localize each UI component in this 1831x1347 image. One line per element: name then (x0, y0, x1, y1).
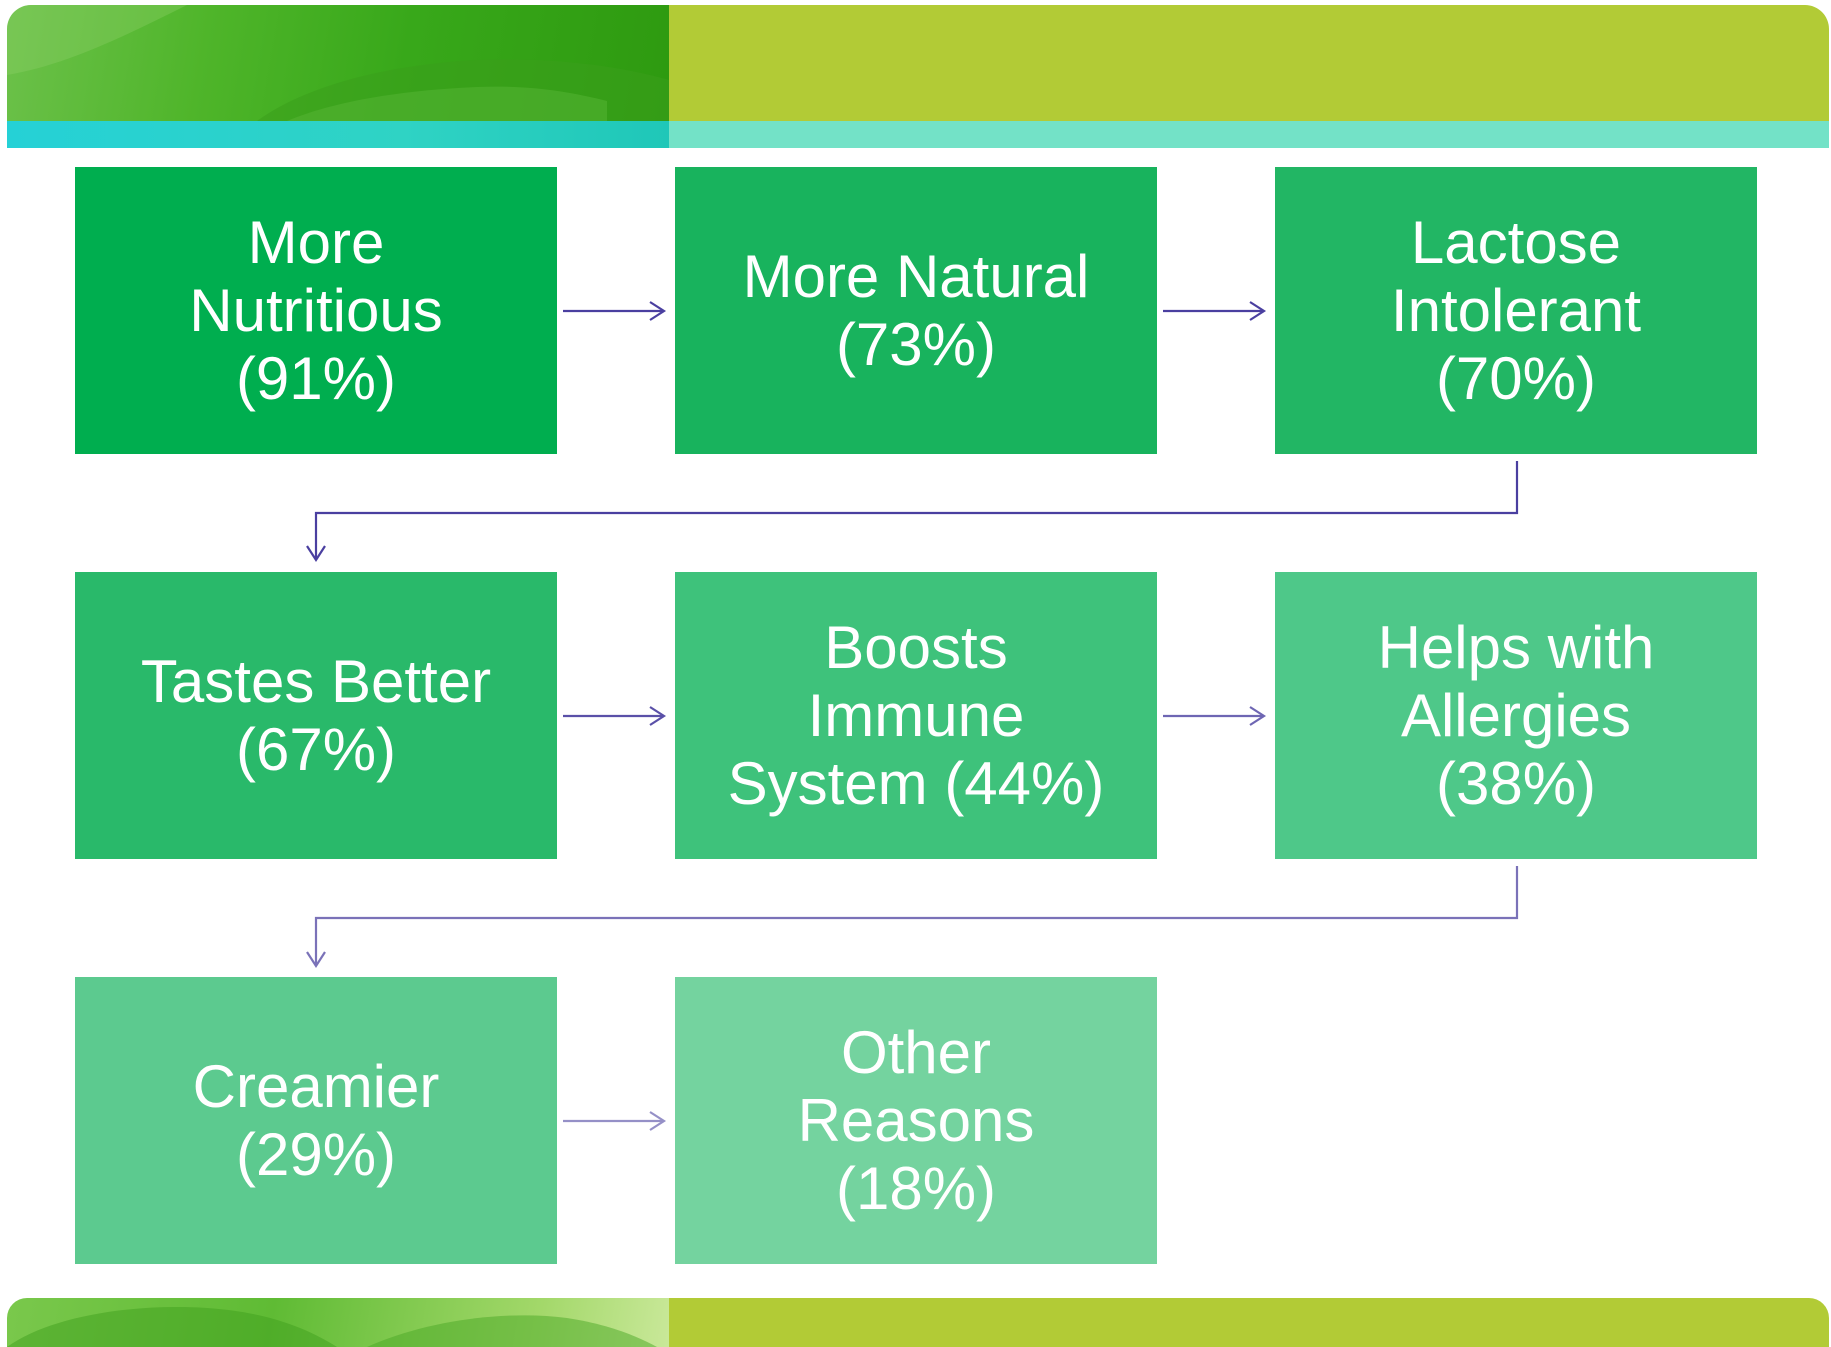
teal-strip-left (7, 121, 669, 148)
step-box-6: Helps with Allergies (38%) (1275, 572, 1757, 859)
footer-lime-panel (669, 1298, 1829, 1347)
footer-leaf-decoration (7, 1307, 657, 1347)
step-box-4: Tastes Better (67%) (75, 572, 557, 859)
leaf-image-panel (7, 5, 669, 121)
step-box-5: Boosts Immune System (44%) (675, 572, 1157, 859)
step-box-1: More Nutritious (91%) (75, 167, 557, 454)
arrow-5-6 (1163, 706, 1267, 726)
connector-6-7 (306, 866, 1519, 969)
teal-strip-right (669, 121, 1829, 148)
footer-leaf-panel (7, 1298, 669, 1347)
arrow-2-3 (1163, 301, 1267, 321)
leaf-decoration (7, 5, 669, 121)
footer-banner (7, 1298, 1829, 1347)
arrow-7-8 (563, 1111, 667, 1131)
step-box-2: More Natural (73%) (675, 167, 1157, 454)
connector-3-4 (306, 461, 1519, 563)
arrow-1-2 (563, 301, 667, 321)
arrow-4-5 (563, 706, 667, 726)
lime-panel (669, 5, 1829, 121)
step-box-3: Lactose Intolerant (70%) (1275, 167, 1757, 454)
step-box-8: Other Reasons (18%) (675, 977, 1157, 1264)
header-banner (7, 5, 1829, 148)
step-box-7: Creamier (29%) (75, 977, 557, 1264)
